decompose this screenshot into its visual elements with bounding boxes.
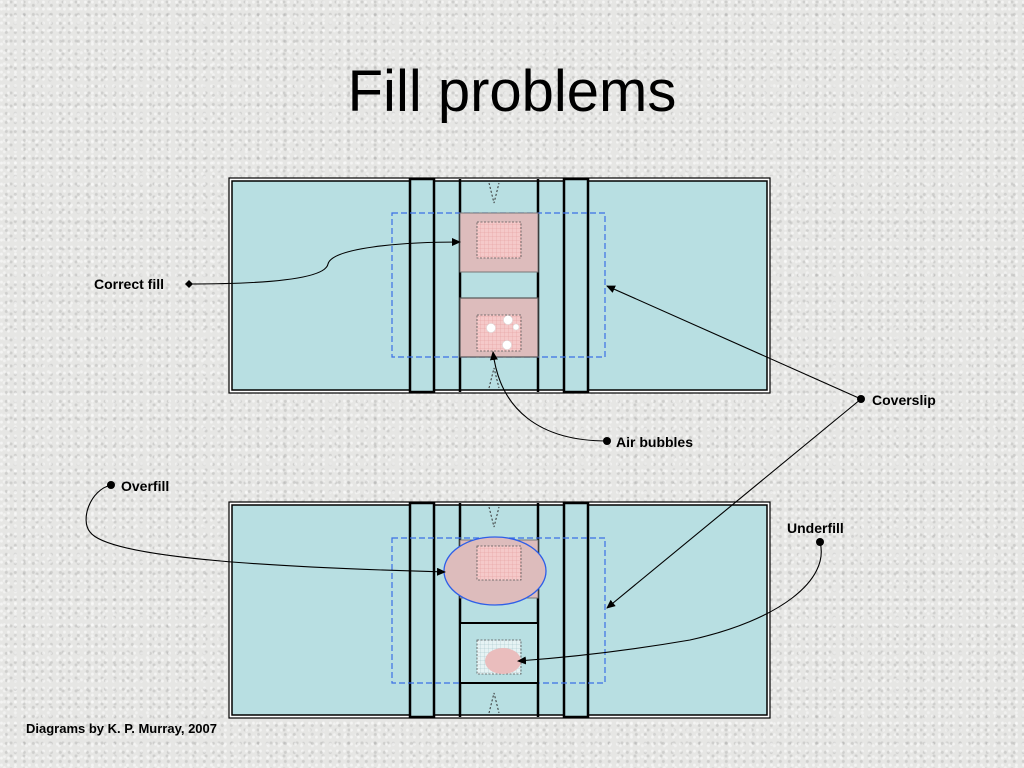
overfill-connector — [85, 481, 446, 576]
underfill-connector — [517, 538, 824, 665]
air-bubble — [512, 323, 520, 331]
air-bubbles-chamber — [459, 297, 539, 358]
air-bubble — [503, 315, 513, 325]
overfill-chamber — [443, 536, 547, 606]
coverslip-connector-top — [606, 285, 865, 403]
air-bubbles-connector — [489, 351, 611, 445]
slide-title: Fill problems — [347, 59, 677, 124]
diagram-credit: Diagrams by K. P. Murray, 2007 — [26, 721, 218, 736]
correct-fill-connector — [185, 238, 461, 288]
top-slide — [228, 177, 771, 394]
air-bubble — [502, 340, 512, 350]
air-bubbles-label: Air bubbles — [616, 434, 693, 450]
underfill-label: Underfill — [787, 520, 844, 536]
coverslip-label: Coverslip — [872, 392, 936, 408]
air-bubble — [486, 323, 496, 333]
bottom-slide — [228, 501, 771, 719]
underfill-chamber — [459, 622, 539, 684]
underfill-sample — [485, 648, 521, 674]
overfill-label: Overfill — [121, 478, 169, 494]
correct-fill-chamber — [459, 212, 539, 273]
correct-fill-label: Correct fill — [94, 276, 164, 292]
